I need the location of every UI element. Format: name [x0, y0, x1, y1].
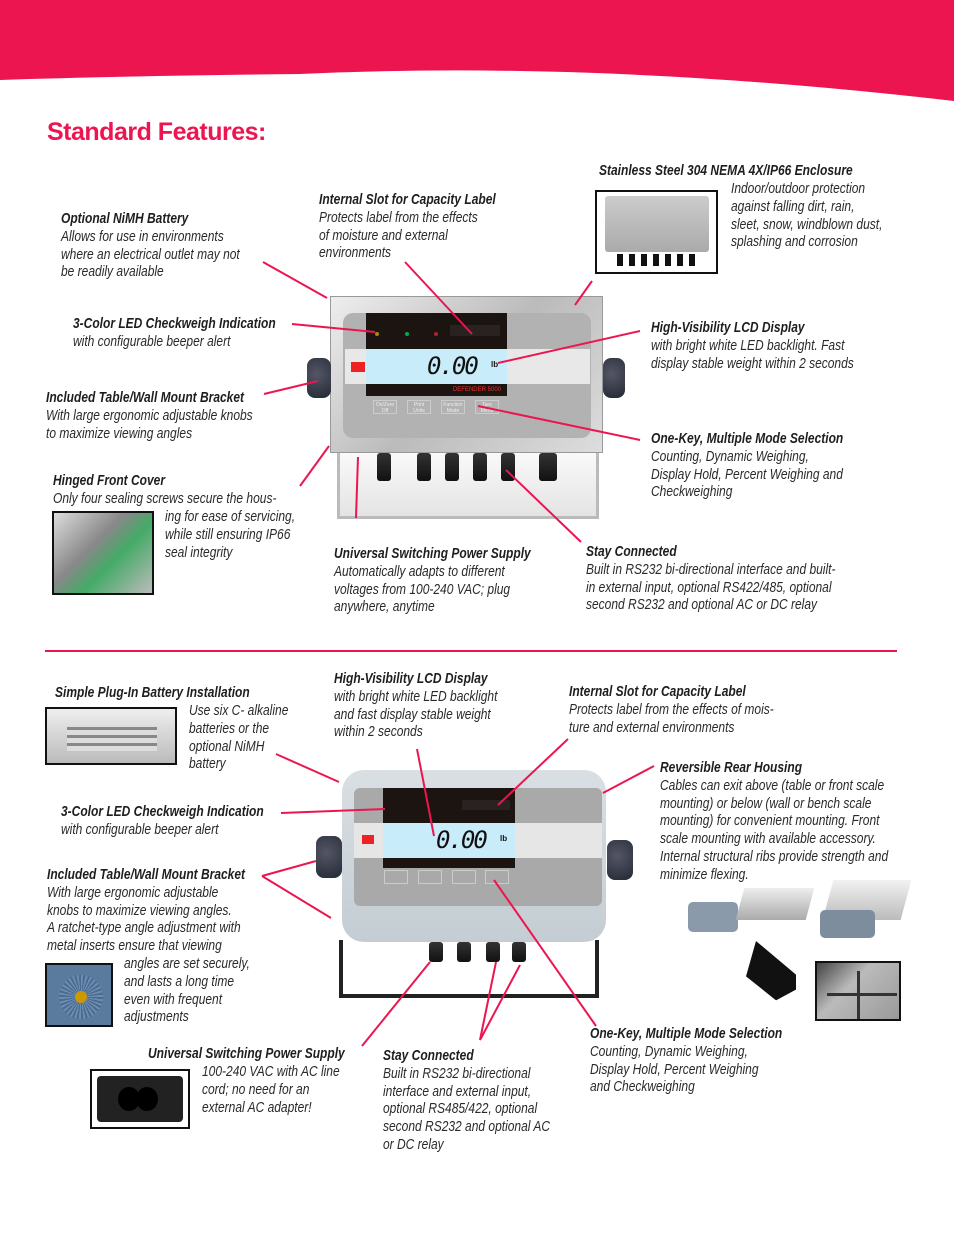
header-banner — [0, 0, 954, 101]
feature-hinged-cover-body: ing for ease of servicing,while still en… — [165, 508, 296, 561]
stainless-indicator-image: DEFENDER 5000 0.00 lb On/Zero Off Print … — [307, 296, 627, 521]
battery-compartment-photo — [45, 707, 177, 765]
unit-label: lb — [491, 360, 499, 369]
weight-readout: 0.00 — [427, 352, 479, 380]
ac-inlet-photo — [90, 1069, 190, 1129]
tare-button[interactable]: Tare Menu — [475, 400, 499, 414]
page-title: Standard Features: — [47, 118, 266, 146]
print-button[interactable]: Print Units — [407, 400, 431, 414]
section-divider — [45, 650, 897, 652]
knob-left — [307, 358, 331, 398]
hinged-cover-photo — [52, 511, 154, 595]
on-zero-button[interactable]: On/Zero Off — [373, 400, 397, 414]
print-button-2[interactable] — [418, 870, 442, 884]
feature-enclosure: Stainless Steel 304 NEMA 4X/IP66 Enclosu… — [599, 162, 853, 179]
function-button-2[interactable] — [452, 870, 476, 884]
enclosure-rear-photo — [595, 190, 718, 274]
brand-label: DEFENDER 5000 — [366, 384, 507, 396]
ratchet-knob-photo — [45, 963, 113, 1027]
rear-housing-ribs-photo — [815, 961, 901, 1021]
feature-power-supply-2: Universal Switching Power Supply — [148, 1045, 345, 1062]
weight-readout-2: 0.00 — [436, 826, 488, 854]
function-button[interactable]: Function Mode — [441, 400, 465, 414]
unit-label-2: lb — [500, 834, 508, 843]
plastic-indicator-image: 0.00 lb — [314, 770, 636, 1005]
feature-plugin-battery: Simple Plug-In Battery Installation — [55, 684, 250, 701]
on-zero-button-2[interactable] — [384, 870, 408, 884]
tare-button-2[interactable] — [485, 870, 509, 884]
feature-bracket-2-body: angles are set securely,and lasts a long… — [124, 955, 250, 1026]
scale-configurations-photo — [688, 880, 914, 1010]
knob-right — [603, 358, 625, 398]
